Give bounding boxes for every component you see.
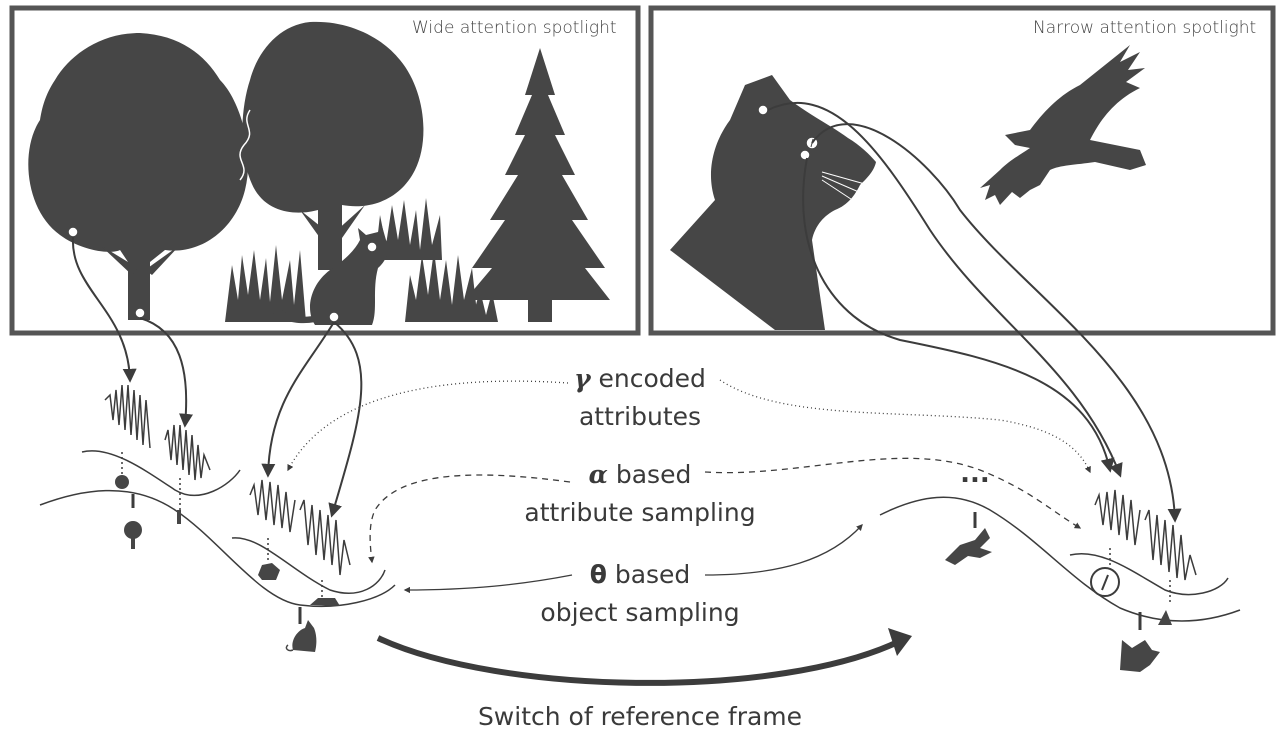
gamma-line1: encoded <box>598 364 706 393</box>
attention-dot-tree-trunk <box>134 307 146 319</box>
panel-to-signal-arrows <box>71 102 1182 523</box>
alpha-symbol: α <box>588 460 608 489</box>
theta-solid-connectors <box>403 524 863 594</box>
tree-reference-frame <box>39 384 396 608</box>
wave-packet-cat-eye <box>1094 489 1141 546</box>
wave-packet-tree-trunk <box>164 424 211 481</box>
wide-attention-panel <box>9 5 641 336</box>
alpha-label: α based attribute sampling <box>490 456 790 532</box>
mini-tree-on-object-curve <box>124 521 142 539</box>
attention-dot-cat-head <box>366 241 378 253</box>
eagle-flying <box>980 45 1146 205</box>
gamma-symbol: γ <box>574 364 591 393</box>
wide-attention-title: Wide attention spotlight <box>412 18 617 38</box>
squiggle-line <box>239 109 251 181</box>
gamma-line2: attributes <box>578 402 702 431</box>
eagle-reference-frame <box>879 489 1241 630</box>
cat-reference-frame-left <box>231 479 386 624</box>
alpha-dashed-connectors <box>368 457 1082 564</box>
mini-tree-icon <box>115 475 129 489</box>
round-tree-left <box>28 33 249 320</box>
mini-cat-head-icon <box>258 563 280 580</box>
alpha-line2: attribute sampling <box>524 498 756 527</box>
wave-packet-tree-canopy <box>104 384 151 449</box>
attention-dot-cat-body <box>328 311 340 323</box>
wave-packet-cat-head <box>249 479 296 533</box>
narrow-attention-title: Narrow attention spotlight <box>1033 18 1257 38</box>
ellipsis-label: ... <box>960 459 990 489</box>
theta-line2: object sampling <box>540 598 740 627</box>
switch-reference-frame-label: Switch of reference frame <box>477 702 803 731</box>
mini-sitting-cat-icon <box>292 620 317 652</box>
cat-whiskers <box>821 171 873 206</box>
reference-frame-switch-arrow <box>376 635 904 686</box>
alpha-line1: based <box>615 460 692 489</box>
grass-clumps <box>225 198 498 322</box>
mini-ear-icon <box>1158 610 1172 625</box>
mini-cat-body-icon <box>310 598 340 606</box>
theta-line1: based <box>614 560 691 589</box>
wave-packet-cat-body <box>299 499 351 576</box>
pine-tree <box>465 48 610 322</box>
attribute-curve-cat-left <box>231 537 386 594</box>
object-curve-2 <box>879 496 1241 622</box>
theta-label: θ based object sampling <box>500 556 780 632</box>
attribute-curve-tree <box>81 450 241 496</box>
cat-head-large <box>670 75 876 330</box>
attention-dot-cat-cheek <box>799 149 811 161</box>
attention-dot-cat-ear <box>757 104 769 116</box>
attribute-curve-cat-right <box>1069 553 1229 596</box>
round-tree-middle <box>242 21 424 270</box>
object-curve-1 <box>39 489 396 608</box>
wave-packet-cat-ear <box>1144 509 1197 581</box>
mini-eagle-icon <box>945 528 992 565</box>
mini-trunk-icon <box>177 510 181 524</box>
attention-dot-tree-canopy <box>67 226 79 238</box>
mini-cat-head-icon-right <box>1120 640 1160 672</box>
theta-symbol: θ <box>589 560 607 589</box>
narrow-attention-panel <box>648 5 1276 336</box>
gamma-label: γ encoded attributes <box>520 360 760 436</box>
